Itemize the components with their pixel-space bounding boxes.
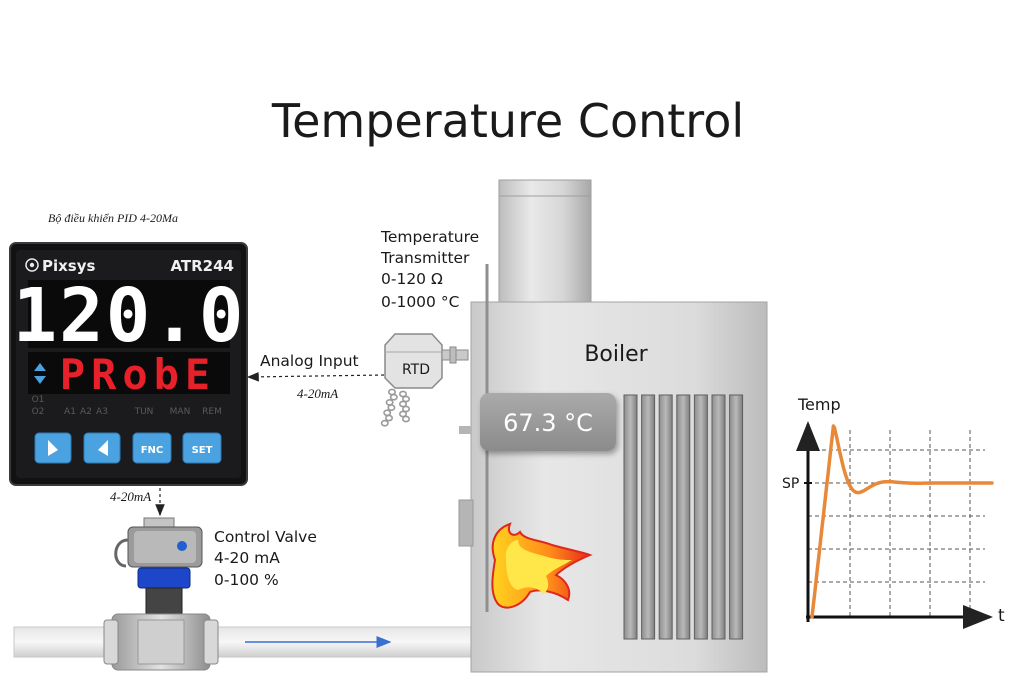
fnc-button-label: FNC <box>141 445 164 456</box>
boiler-stack <box>498 179 592 306</box>
control-valve <box>103 517 219 671</box>
analog-input-label: Analog Input <box>260 352 359 370</box>
process-value-display: 120.0 <box>13 273 246 359</box>
chain-link <box>380 419 389 427</box>
transmitter-label-line2: Transmitter <box>380 249 470 267</box>
set-button[interactable] <box>182 432 222 464</box>
indicator-a1: A1 <box>64 407 76 417</box>
down-indicator-icon <box>34 376 46 384</box>
response-curve <box>810 424 994 619</box>
temperature-transmitter: Temperature Transmitter 0-120 Ω 0-1000 °… <box>380 228 479 427</box>
chain-link <box>389 393 398 401</box>
controller-model: ATR244 <box>170 257 234 275</box>
fnc-button[interactable] <box>132 432 172 464</box>
controller-caption: Bộ điều khiển PID 4-20Ma <box>48 211 178 225</box>
valve-coupling <box>137 567 191 589</box>
main-display <box>28 280 230 348</box>
fin <box>729 394 744 640</box>
x-axis-label: t <box>998 606 1005 626</box>
process-pipe <box>13 626 485 658</box>
analog-input-signal: 4-20mA <box>297 386 338 401</box>
indicator-a3: A3 <box>96 407 108 417</box>
valve-opening-range: 0-100 % <box>214 571 279 589</box>
valve-signal: 4-20mA <box>110 489 151 504</box>
indicator-man: MAN <box>170 407 191 417</box>
indicator-rem: REM <box>202 407 222 417</box>
brand-logo-icon <box>25 258 39 272</box>
boiler-temperature: 67.3 °C <box>503 409 593 437</box>
analog-input-signal-line <box>246 372 385 382</box>
rtd-sensor-head: RTD <box>380 333 469 427</box>
temperature-readout-badge <box>480 393 616 451</box>
page-title: Temperature Control <box>271 94 744 148</box>
controller-brand: Pixsys <box>42 257 96 275</box>
status-message-display: PRobE <box>60 350 216 399</box>
step-response-chart: Temp t SP <box>782 395 1005 629</box>
secondary-display <box>28 352 230 394</box>
indicator-o1: O1 <box>32 395 45 405</box>
transmitter-label-line1: Temperature <box>380 228 479 246</box>
fin <box>693 394 708 640</box>
boiler: 67.3 °C Boiler <box>458 179 768 673</box>
up-indicator-icon <box>34 363 46 371</box>
valve-label: Control Valve <box>214 528 317 546</box>
fin <box>641 394 656 640</box>
transmitter-range-temp: 0-1000 °C <box>381 293 459 311</box>
set-button-label: SET <box>192 445 213 456</box>
fin <box>676 394 691 640</box>
actuator-indicator <box>177 541 187 551</box>
boiler-label: Boiler <box>584 342 648 367</box>
fin <box>711 394 726 640</box>
chart-grid <box>808 430 985 617</box>
cursor-right-icon <box>98 440 108 456</box>
y-axis-label: Temp <box>797 395 841 414</box>
chain-link <box>387 404 396 411</box>
indicator-a2: A2 <box>80 407 92 417</box>
chain-link <box>401 415 410 423</box>
chain-link <box>384 414 393 422</box>
indicator-o2: O2 <box>32 407 45 417</box>
cursor-left-icon <box>48 440 58 456</box>
fin <box>623 394 638 640</box>
transmitter-range-ohm: 0-120 Ω <box>381 270 443 288</box>
controller-buttons: FNC SET <box>34 432 222 464</box>
valve-signal-range: 4-20 mA <box>214 549 280 567</box>
heat-exchanger-fins <box>623 394 744 640</box>
rtd-label: RTD <box>402 362 430 378</box>
setpoint-label: SP <box>782 476 799 492</box>
flame-icon <box>491 522 593 609</box>
fin <box>658 394 673 640</box>
sensor-chain <box>380 388 410 427</box>
indicator-tun: TUN <box>134 407 154 417</box>
